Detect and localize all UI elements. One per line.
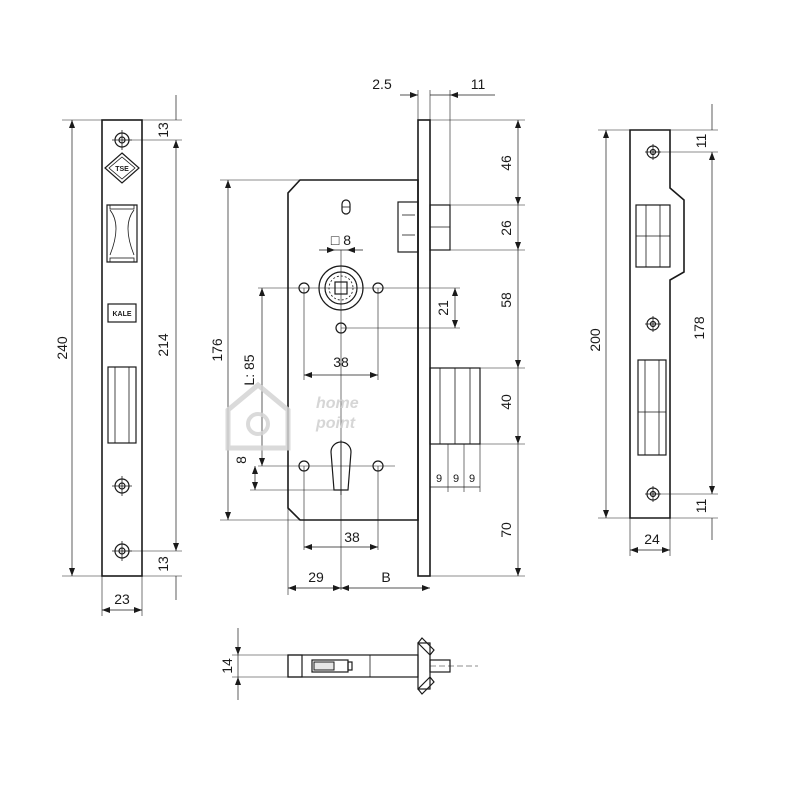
tse-logo-icon: TSE [104,152,140,184]
dim-2-5-label: 2.5 [372,76,392,92]
tse-logo-text: TSE [115,166,129,173]
dim-spindle-label: □ 8 [331,232,351,248]
dim-13-bottom-label: 13 [155,556,171,572]
dim-21-label: 21 [435,300,451,316]
bolt-opening [107,366,137,444]
dim-26-label: 26 [498,220,514,236]
dim-200: 200 [587,129,630,519]
bottom-case [287,654,419,678]
dim-29-b: 29 B [287,508,430,595]
slot-top [341,199,351,215]
latch-opening [106,204,138,263]
dim-21: 21 [341,288,460,329]
latch-bolt [397,201,451,253]
watermark: home point [225,381,359,451]
dim-214-label: 214 [155,333,171,357]
dim-14: 14 [219,628,288,700]
strike-latch-opening [635,204,671,268]
faceplate-outline [101,119,143,577]
dim-11-strike-bottom: 11 [670,499,718,540]
dim-spindle: □ 8 [319,232,363,253]
dim-38-bottom-label: 38 [344,529,360,545]
dim-38-bottom: 38 [304,529,378,550]
watermark-house-icon [225,381,291,451]
dim-200-label: 200 [587,328,603,352]
bottom-forend [417,642,431,690]
dim-11-strike-top-label: 11 [693,134,709,149]
dim-9a-label: 9 [436,473,442,485]
dim-13-bottom: 13 [142,556,182,600]
dim-40-label: 40 [498,394,514,410]
dim-l85-label: L: 85 [241,354,257,385]
strike-bolt-opening [637,359,667,456]
dim-8-cylinder: 8 [233,456,335,491]
dim-46-label: 46 [498,155,514,171]
dim-l85: L: 85 [241,288,265,466]
dim-11-strike-bottom-label: 11 [693,499,709,514]
kale-logo-text: KALE [112,311,131,318]
dim-176: 176 [209,179,300,521]
dim-24-label: 24 [644,531,660,547]
watermark-line2: point [315,415,356,432]
dim-178-label: 178 [691,316,707,340]
dim-178: 178 [653,151,718,495]
dim-chain-right: 46 26 58 40 70 [430,119,525,577]
dim-13-top: 13 [142,95,182,138]
dim-11-latch-label: 11 [471,76,486,92]
bottom-view: 14 [219,628,478,700]
dim-176-label: 176 [209,338,225,362]
strike-plate: 200 178 11 11 24 [587,104,718,556]
dim-9c-label: 9 [469,473,475,485]
dim-70-label: 70 [498,522,514,538]
dim-240: 240 [54,119,102,577]
dim-38-top-label: 38 [333,354,349,370]
watermark-line1: home [316,395,359,412]
dim-9b-label: 9 [453,473,459,485]
dim-24: 24 [629,518,671,556]
dim-23-label: 23 [114,591,130,607]
lock-body: 2.5 11 46 26 58 40 70 [209,76,525,595]
dead-bolt [429,367,481,445]
dim-bolt-steps: 9 9 9 [429,444,481,492]
dim-23: 23 [101,576,143,616]
dim-29-label: 29 [308,569,324,585]
screw-middle-icon [112,476,132,496]
kale-logo-icon: KALE [107,303,137,323]
dim-240-label: 240 [54,336,70,360]
strike-plate-outline [629,129,685,519]
dim-backset-label: B [381,569,390,585]
forend-plate [417,119,431,577]
faceplate-left: TSE KALE [54,95,182,616]
dim-11-strike-top: 11 [670,104,718,148]
dim-58-label: 58 [498,292,514,308]
dim-13-top-label: 13 [155,122,171,138]
dim-14-label: 14 [219,658,235,674]
dim-38-top: 38 [304,354,378,378]
dim-214: 214 [122,139,182,552]
strike-screw-middle-icon [645,316,661,332]
dim-2-5: 2.5 [372,76,431,120]
dim-8-cylinder-label: 8 [233,456,249,464]
dim-11-latch: 11 [430,76,495,205]
